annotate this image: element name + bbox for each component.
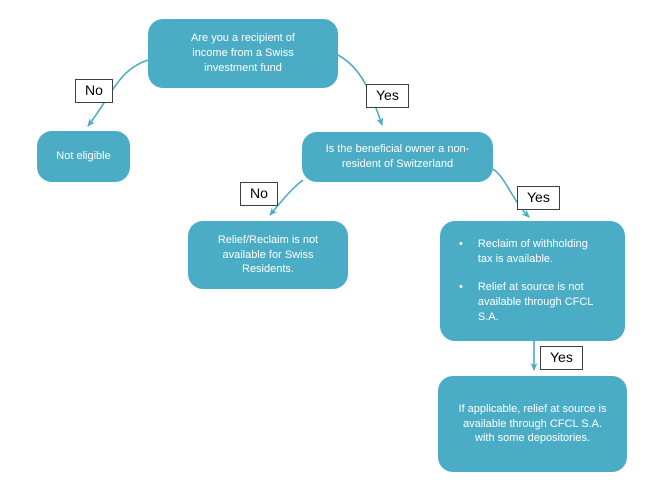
node-not-eligible: Not eligible [37,131,130,182]
edge-label-recipient-no: No [75,79,113,103]
non-resident-outcome-bullet-1: Reclaim of withholding tax is available. [477,238,588,266]
list-item: • Relief at source is not available thro… [440,280,625,325]
node-swiss-residents-outcome: Relief/Reclaim is not available for Swis… [188,221,348,289]
bullet-icon: • [459,238,463,251]
edge-label-recipient-yes: Yes [366,84,409,108]
edge-label-owner-no: No [240,182,278,206]
node-question-recipient: Are you a recipient of income from a Swi… [148,19,338,88]
node-question-beneficial-owner: Is the beneficial owner a non-resident o… [302,132,493,182]
bullet-icon: • [459,281,463,294]
node-relief-at-source-outcome-text: If applicable, relief at source is avail… [458,402,607,445]
node-question-recipient-text: Are you a recipient of income from a Swi… [191,32,295,74]
node-swiss-residents-outcome-text: Relief/Reclaim is not available for Swis… [217,233,319,276]
node-non-resident-outcome: • Reclaim of withholding tax is availabl… [440,221,625,341]
edge-label-owner-yes: Yes [517,186,560,210]
list-item: • Reclaim of withholding tax is availabl… [440,237,625,267]
node-not-eligible-text: Not eligible [56,150,111,163]
node-question-beneficial-owner-text: Is the beneficial owner a non-resident o… [325,143,470,170]
non-resident-outcome-bullet-2: Relief at source is not available throug… [477,281,594,323]
node-relief-at-source-outcome: If applicable, relief at source is avail… [438,376,627,472]
edge-label-outcome-yes: Yes [540,346,583,370]
